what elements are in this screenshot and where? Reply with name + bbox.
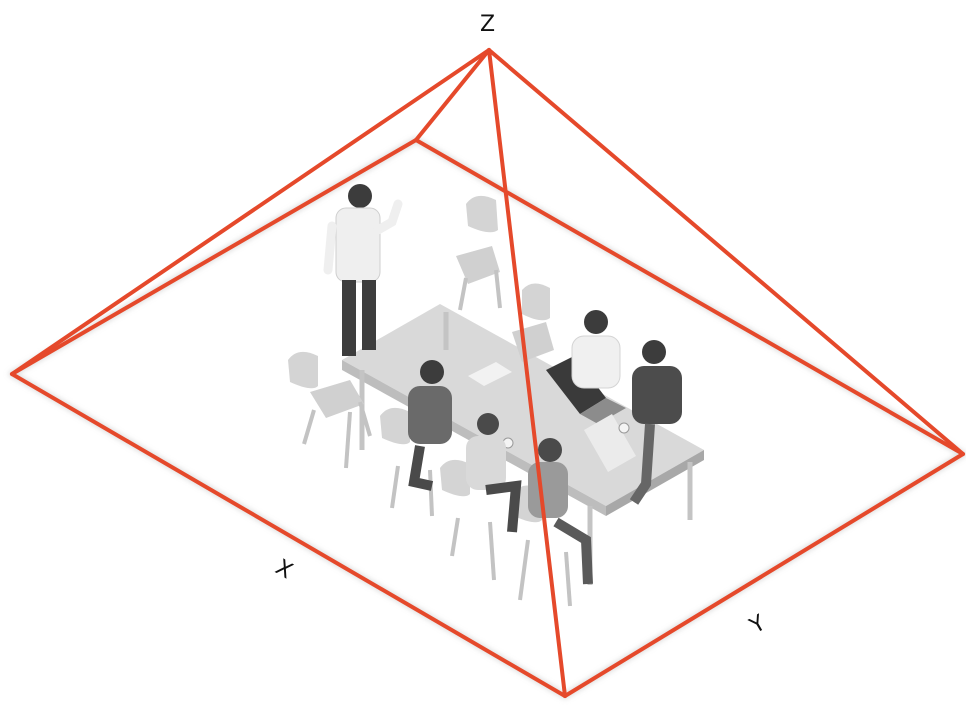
floor-edge-x <box>10 372 567 698</box>
chair <box>380 407 434 517</box>
chair <box>456 195 502 311</box>
seated-person <box>571 310 621 389</box>
chair <box>288 351 372 469</box>
apex-edge-front <box>487 48 567 698</box>
meeting-scene-illustration <box>288 184 704 607</box>
floor-edge-y <box>563 452 965 698</box>
z-axis-label: Z <box>480 12 495 37</box>
y-axis-label: Y <box>745 610 770 639</box>
seated-person <box>466 413 522 533</box>
apex-edge-back <box>414 48 491 142</box>
x-axis-label: X <box>271 555 297 584</box>
seated-person <box>629 340 682 505</box>
floor-edge-back-left <box>10 138 418 376</box>
chair <box>440 459 496 581</box>
seated-person <box>408 360 452 491</box>
standing-person <box>323 184 403 356</box>
apex-edge-left <box>10 48 491 376</box>
apex-edge-right <box>487 48 965 456</box>
pyramid-edges <box>10 48 965 698</box>
